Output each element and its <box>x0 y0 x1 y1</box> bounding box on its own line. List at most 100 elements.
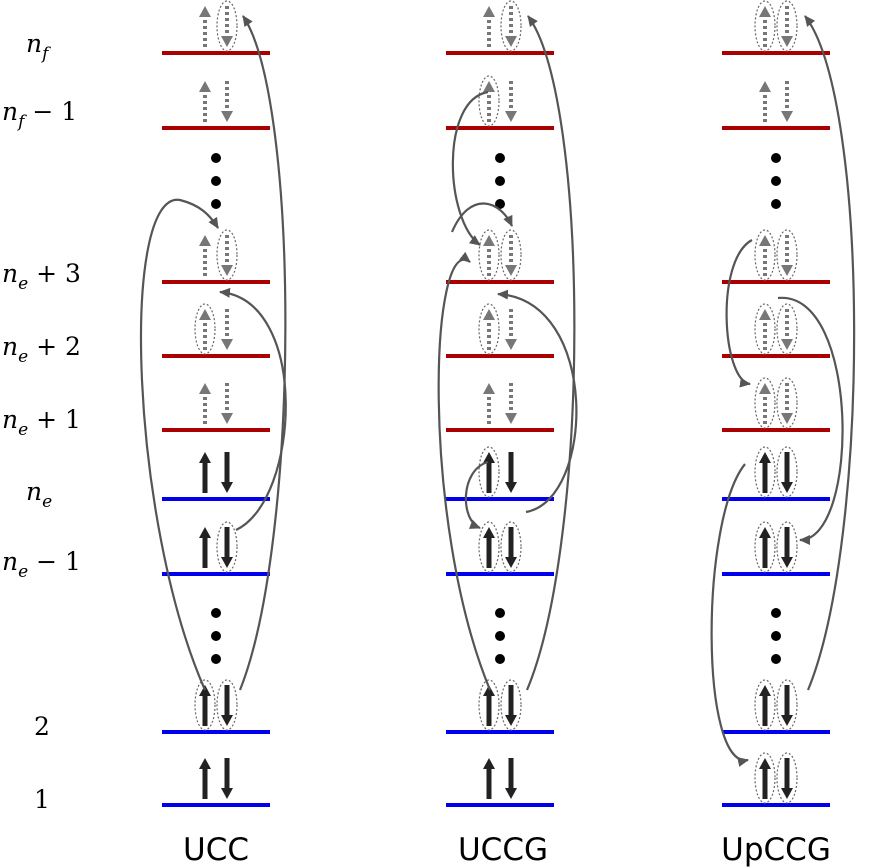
spin-down-head <box>781 482 793 493</box>
orbital-selection-oval <box>754 0 776 52</box>
column-3 <box>722 0 830 807</box>
level-label: ne + 1 <box>2 405 81 440</box>
spin-down-head <box>505 482 517 493</box>
spin-up-head <box>483 527 495 538</box>
excitation-arrow <box>437 251 492 691</box>
ellipsis-dot <box>771 608 781 618</box>
orbital-selection-oval <box>478 75 500 127</box>
spin-up-head <box>483 235 495 246</box>
level-label: nf <box>26 29 51 64</box>
orbital-selection-oval <box>500 679 522 731</box>
column-1 <box>162 0 270 807</box>
spin-down-head <box>221 715 233 726</box>
orbital-selection-oval <box>754 446 776 498</box>
spin-up-head <box>483 81 495 92</box>
level-label: 2 <box>34 712 50 741</box>
spin-down-head <box>505 265 517 276</box>
spin-up-head <box>759 235 771 246</box>
ellipsis-dot <box>495 654 505 664</box>
level-label: nf − 1 <box>2 97 77 132</box>
orbital-selection-oval <box>754 229 776 281</box>
orbital-selection-oval <box>500 0 522 52</box>
spin-down-head <box>221 788 233 799</box>
ellipsis-dot <box>211 199 221 209</box>
ellipsis-dot <box>771 199 781 209</box>
orbital-selection-oval <box>478 229 500 281</box>
spin-up-head <box>199 383 211 394</box>
orbital-selection-oval <box>776 377 798 429</box>
excitation-arrows <box>139 15 856 767</box>
orbital-selection-oval <box>776 303 798 355</box>
spin-down-head <box>781 265 793 276</box>
spin-down-head <box>505 715 517 726</box>
excitation-arrow <box>804 15 856 691</box>
spin-up-head <box>759 81 771 92</box>
spin-up-head <box>759 6 771 17</box>
orbital-selection-oval <box>776 446 798 498</box>
spin-up-head <box>483 452 495 463</box>
spin-down-head <box>221 265 233 276</box>
orbital-selection-oval <box>754 679 776 731</box>
orbital-selection-oval <box>216 0 238 52</box>
spin-up-head <box>199 309 211 320</box>
spin-up-head <box>759 383 771 394</box>
ellipsis-dot <box>211 153 221 163</box>
orbital-selection-oval <box>754 752 776 804</box>
ellipsis-dot <box>495 176 505 186</box>
orbital-selection-oval <box>500 521 522 573</box>
spin-up-head <box>483 309 495 320</box>
column-title: UCC <box>183 832 249 868</box>
spin-up-head <box>483 685 495 696</box>
spin-up-head <box>199 685 211 696</box>
spin-down-head <box>505 413 517 424</box>
level-label: ne <box>26 477 52 512</box>
orbital-selection-oval <box>776 0 798 52</box>
spin-down-head <box>505 788 517 799</box>
spin-up-head <box>759 452 771 463</box>
level-label: ne + 2 <box>2 332 81 367</box>
excitation-arrow <box>451 90 489 246</box>
level-label: 1 <box>34 785 50 814</box>
spin-down-head <box>221 413 233 424</box>
level-label: ne + 3 <box>2 259 81 294</box>
excitation-arrow <box>219 287 287 531</box>
orbital-selection-oval <box>754 303 776 355</box>
excitation-arrow <box>139 198 219 691</box>
spin-up-head <box>199 452 211 463</box>
spin-down-head <box>505 111 517 122</box>
orbital-selection-oval <box>194 303 216 355</box>
ellipsis-dot <box>211 608 221 618</box>
columns <box>162 0 830 807</box>
spin-down-head <box>221 482 233 493</box>
spin-up-head <box>199 235 211 246</box>
ellipsis-dot <box>771 153 781 163</box>
orbital-selection-oval <box>478 303 500 355</box>
spin-down-head <box>781 413 793 424</box>
ellipsis-dot <box>211 654 221 664</box>
column-title: UpCCG <box>721 832 831 868</box>
orbital-selection-oval <box>216 679 238 731</box>
orbital-selection-oval <box>776 229 798 281</box>
orbital-selection-oval <box>478 679 500 731</box>
spin-down-head <box>781 36 793 47</box>
orbital-selection-oval <box>500 229 522 281</box>
excitation-arrow <box>525 15 576 691</box>
spin-down-head <box>781 111 793 122</box>
spin-up-head <box>759 527 771 538</box>
spin-down-head <box>221 111 233 122</box>
spin-up-head <box>483 383 495 394</box>
spin-up-head <box>483 6 495 17</box>
excitation-arrow <box>777 296 844 545</box>
spin-down-head <box>221 557 233 568</box>
spin-up-head <box>759 685 771 696</box>
excitation-arrow <box>497 289 578 514</box>
excitation-arrow <box>450 202 513 233</box>
ellipsis-dot <box>211 631 221 641</box>
level-label: ne − 1 <box>2 547 81 582</box>
spin-up-head <box>483 758 495 769</box>
spin-down-head <box>781 788 793 799</box>
orbital-selection-oval <box>754 521 776 573</box>
column-title: UCCG <box>458 832 548 868</box>
spin-up-head <box>199 81 211 92</box>
